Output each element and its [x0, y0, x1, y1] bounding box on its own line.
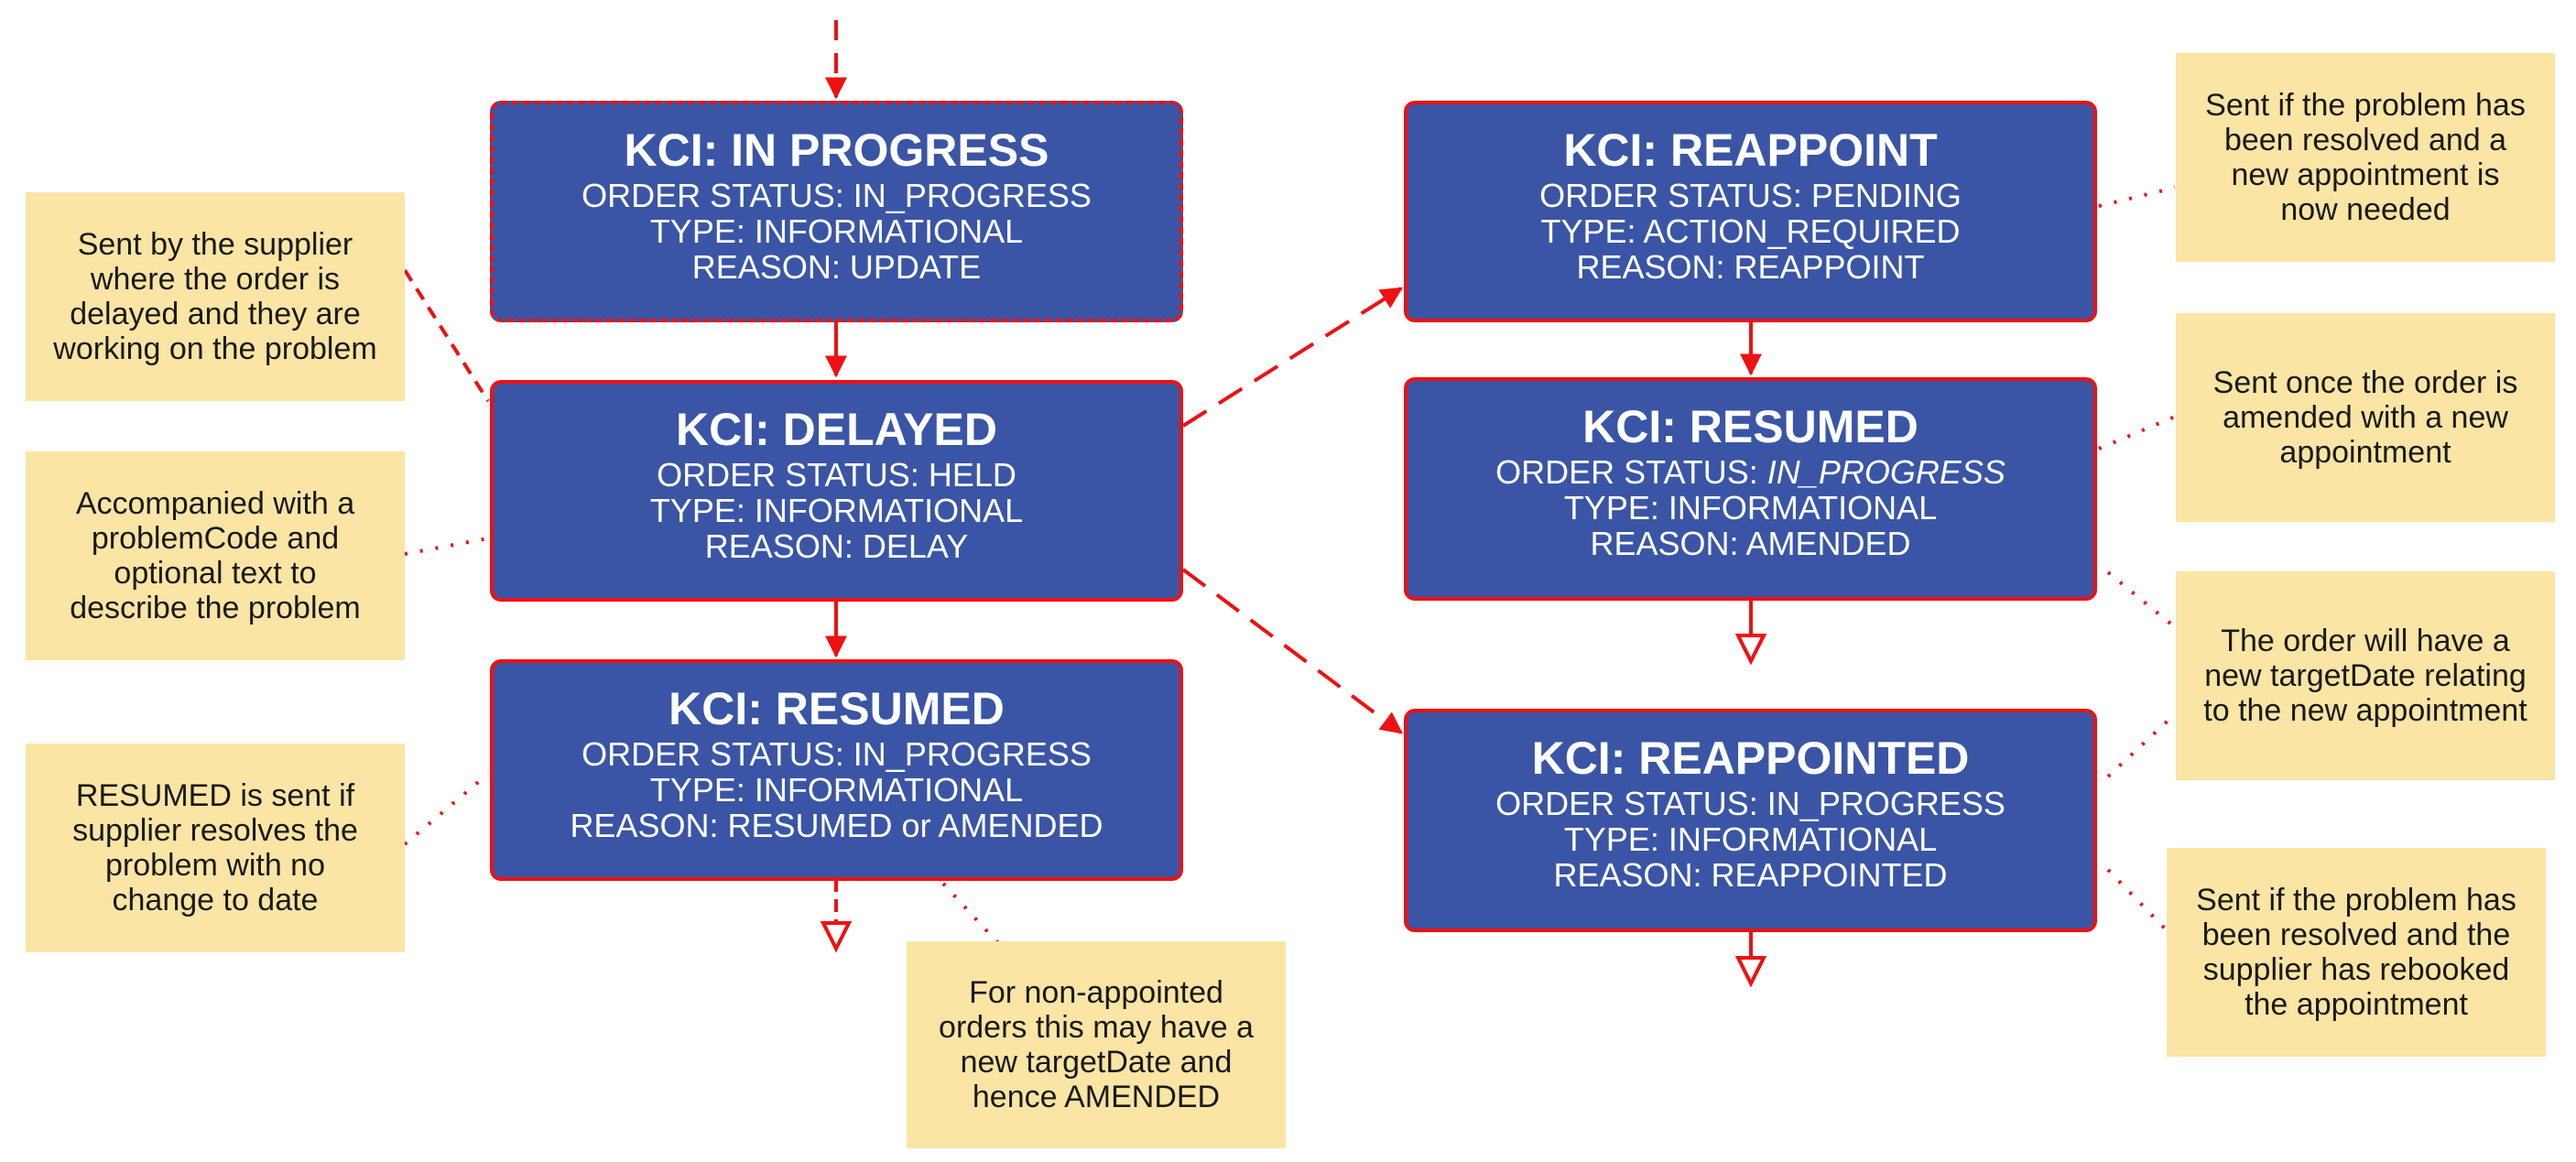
- node-order-status: ORDER STATUS: IN_PROGRESS: [1495, 453, 2005, 491]
- node-reason: REASON: REAPPOINT: [1576, 248, 1925, 286]
- node-title: KCI: IN PROGRESS: [624, 125, 1049, 176]
- node-reason: REASON: DELAY: [704, 527, 969, 565]
- node-title: KCI: RESUMED: [668, 683, 1005, 734]
- node-reason: REASON: AMENDED: [1590, 525, 1911, 562]
- node-order-status: ORDER STATUS: IN_PROGRESS: [582, 735, 1092, 773]
- node-type: TYPE: ACTION_REQUIRED: [1540, 212, 1961, 250]
- note-link-resumed-sent: [403, 772, 490, 846]
- terminal-arrow-resumed-right: [1734, 601, 1767, 666]
- note-amended-new-appt: Sent once the order is amended with a ne…: [2176, 313, 2555, 522]
- node-type: TYPE: INFORMATIONAL: [1563, 820, 1938, 858]
- node-order-status: ORDER STATUS: IN_PROGRESS: [582, 177, 1092, 214]
- terminal-arrow-resumed-left: [820, 879, 853, 953]
- note-link-rebooked: [2106, 868, 2168, 931]
- note-rebooked: Sent if the problem has been resolved an…: [2167, 848, 2546, 1057]
- node-order-status: ORDER STATUS: PENDING: [1539, 177, 1962, 214]
- node-order-status: ORDER STATUS: HELD: [657, 456, 1016, 494]
- node-reason: REASON: RESUMED or AMENDED: [570, 807, 1103, 844]
- note-link-new-target-date-a: [2106, 570, 2177, 629]
- note-delayed-by-supplier: Sent by the supplier where the order is …: [26, 192, 405, 401]
- note-resumed-sent: RESUMED is sent if supplier resolves the…: [26, 744, 405, 952]
- note-new-target-date: The order will have a new targetDate rel…: [2176, 571, 2555, 780]
- note-link-delayed-by-supplier: [403, 268, 490, 403]
- note-link-problem-code: [404, 537, 489, 556]
- node-reason: REASON: REAPPOINTED: [1553, 856, 1948, 894]
- node-order-status: ORDER STATUS: IN_PROGRESS: [1495, 785, 2005, 822]
- node-title: KCI: RESUMED: [1582, 401, 1918, 452]
- node-kci-reappoint: KCI: REAPPOINT ORDER STATUS: PENDING TYP…: [1404, 101, 2097, 322]
- note-link-new-target-date-b: [2106, 712, 2177, 778]
- note-reappoint-needed: Sent if the problem has been resolved an…: [2176, 53, 2555, 262]
- node-kci-delayed: KCI: DELAYED ORDER STATUS: HELD TYPE: IN…: [490, 380, 1183, 602]
- arrow-delayed-to-reappointed: [1181, 568, 1403, 734]
- node-kci-resumed-left: KCI: RESUMED ORDER STATUS: IN_PROGRESS T…: [490, 659, 1183, 881]
- note-non-appointed: For non-appointed orders this may have a…: [907, 941, 1286, 1148]
- arrow-delayed-to-reappoint: [1181, 287, 1404, 428]
- node-type: TYPE: INFORMATIONAL: [649, 771, 1024, 809]
- node-title: KCI: REAPPOINT: [1563, 125, 1938, 176]
- terminal-arrow-reappointed: [1734, 932, 1767, 988]
- node-kci-reappointed: KCI: REAPPOINTED ORDER STATUS: IN_PROGRE…: [1404, 709, 2097, 932]
- note-problem-code: Accompanied with a problemCode and optio…: [26, 451, 405, 660]
- node-type: TYPE: INFORMATIONAL: [649, 212, 1024, 250]
- node-reason: REASON: UPDATE: [691, 248, 982, 286]
- node-kci-in-progress: KCI: IN PROGRESS ORDER STATUS: IN_PROGRE…: [490, 101, 1183, 322]
- node-type: TYPE: INFORMATIONAL: [649, 492, 1024, 529]
- node-kci-resumed-right: KCI: RESUMED ORDER STATUS: IN_PROGRESS T…: [1404, 377, 2097, 601]
- node-type: TYPE: INFORMATIONAL: [1563, 489, 1938, 527]
- note-link-reappoint-needed: [2098, 186, 2176, 208]
- node-title: KCI: DELAYED: [676, 404, 997, 455]
- node-title: KCI: REAPPOINTED: [1531, 733, 1970, 784]
- note-link-amended-new-appt: [2098, 415, 2176, 451]
- note-link-non-appointed: [941, 882, 1000, 945]
